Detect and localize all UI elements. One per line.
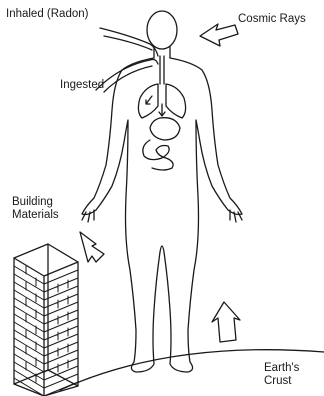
label-inhaled-radon: Inhaled (Radon): [6, 8, 88, 21]
label-building-line2: Materials: [12, 209, 59, 222]
head: [147, 11, 177, 49]
intestines: [143, 140, 173, 170]
radon-stream-2: [104, 36, 152, 50]
label-building-line1: Building: [12, 196, 59, 209]
label-cosmic-rays: Cosmic Rays: [238, 13, 306, 26]
earth-crust-arrow: [212, 302, 240, 342]
label-ingested: Ingested: [60, 79, 104, 92]
arrow-to-lungs: [146, 96, 152, 104]
building-materials-arrow: [80, 232, 104, 262]
internal-organs: [138, 56, 185, 170]
pillar-top: [14, 258, 78, 276]
trachea: [160, 56, 164, 84]
ingested-stream-2: [104, 66, 152, 92]
label-crust-line2: Crust: [264, 375, 299, 388]
arrow-to-stomach: [159, 104, 165, 116]
stomach: [150, 118, 180, 140]
label-earths-crust: Earth's Crust: [264, 362, 299, 388]
brick-pillar: [14, 244, 78, 396]
cosmic-rays-arrow: [200, 24, 238, 46]
label-building-materials: Building Materials: [12, 196, 59, 222]
brick-lines: [14, 266, 78, 396]
right-lung: [166, 84, 186, 118]
label-crust-line1: Earth's: [264, 362, 299, 375]
